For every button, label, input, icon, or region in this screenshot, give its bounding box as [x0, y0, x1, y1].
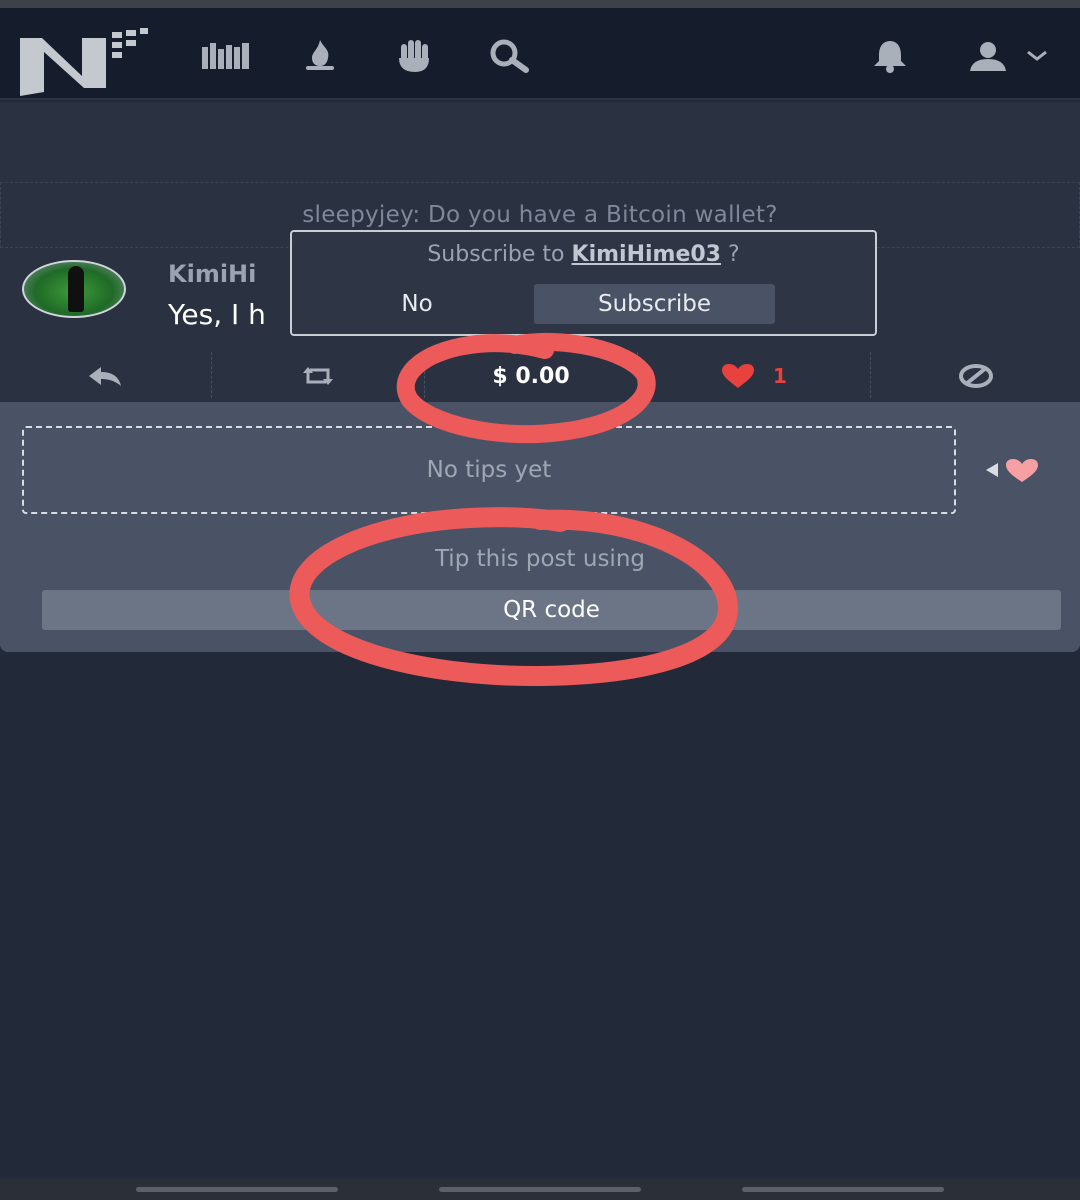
logo-icon[interactable]	[20, 28, 150, 100]
heart-icon	[986, 459, 1038, 482]
avatar-figure	[68, 266, 84, 312]
reply-icon	[89, 367, 121, 386]
subscribe-prompt-title: Subscribe to KimiHime03 ?	[292, 242, 875, 267]
tips-list-empty: No tips yet	[22, 426, 956, 514]
subscribe-username-link[interactable]: KimiHime03	[571, 242, 721, 267]
subscribe-prompt-prefix: Subscribe to	[427, 242, 572, 267]
user-icon[interactable]	[958, 36, 1018, 76]
action-divider	[870, 352, 871, 398]
like-button[interactable]: 1	[638, 350, 870, 402]
no-tips-text: No tips yet	[426, 457, 552, 483]
qr-code-button[interactable]: QR code	[42, 590, 1061, 630]
spacer-band	[0, 102, 1080, 182]
tip-amount: $ 0.00	[492, 363, 570, 389]
nav-handle	[742, 1187, 944, 1192]
tip-heart-toggle[interactable]	[986, 456, 1046, 484]
action-divider	[211, 352, 212, 398]
post-actions-bar: $ 0.00 1	[0, 350, 1080, 402]
block-button[interactable]	[871, 350, 1080, 402]
chevron-down-icon[interactable]	[1012, 36, 1062, 76]
system-navigation-bar	[0, 1178, 1080, 1200]
post-text: Yes, I h	[168, 298, 266, 331]
tip-panel: No tips yet Tip this post using QR code	[0, 402, 1080, 652]
like-count: 1	[773, 364, 787, 388]
library-icon[interactable]	[196, 36, 256, 76]
reply-button[interactable]	[0, 350, 210, 402]
repost-button[interactable]	[212, 350, 424, 402]
avatar[interactable]	[22, 260, 126, 318]
tip-using-label: Tip this post using	[434, 546, 646, 572]
nav-handle	[136, 1187, 338, 1192]
search-icon[interactable]	[480, 36, 540, 76]
parent-post-text: sleepyjey: Do you have a Bitcoin wallet?	[302, 202, 778, 228]
bell-icon[interactable]	[860, 36, 920, 76]
subscribe-prompt: Subscribe to KimiHime03 ? No Subscribe	[290, 230, 877, 336]
top-navigation-bar	[0, 8, 1080, 100]
repost-icon	[303, 367, 333, 385]
nav-handle	[439, 1187, 641, 1192]
subscribe-prompt-suffix: ?	[720, 242, 740, 267]
hand-icon[interactable]	[385, 36, 445, 76]
heart-icon	[722, 364, 755, 388]
post-author[interactable]: KimiHi	[168, 260, 257, 288]
block-icon	[958, 364, 993, 388]
subscribe-button[interactable]: Subscribe	[534, 284, 775, 324]
status-strip	[0, 0, 1080, 8]
tip-amount-button[interactable]: $ 0.00	[425, 350, 637, 402]
campfire-icon[interactable]	[290, 36, 350, 76]
no-button[interactable]: No	[352, 284, 482, 324]
